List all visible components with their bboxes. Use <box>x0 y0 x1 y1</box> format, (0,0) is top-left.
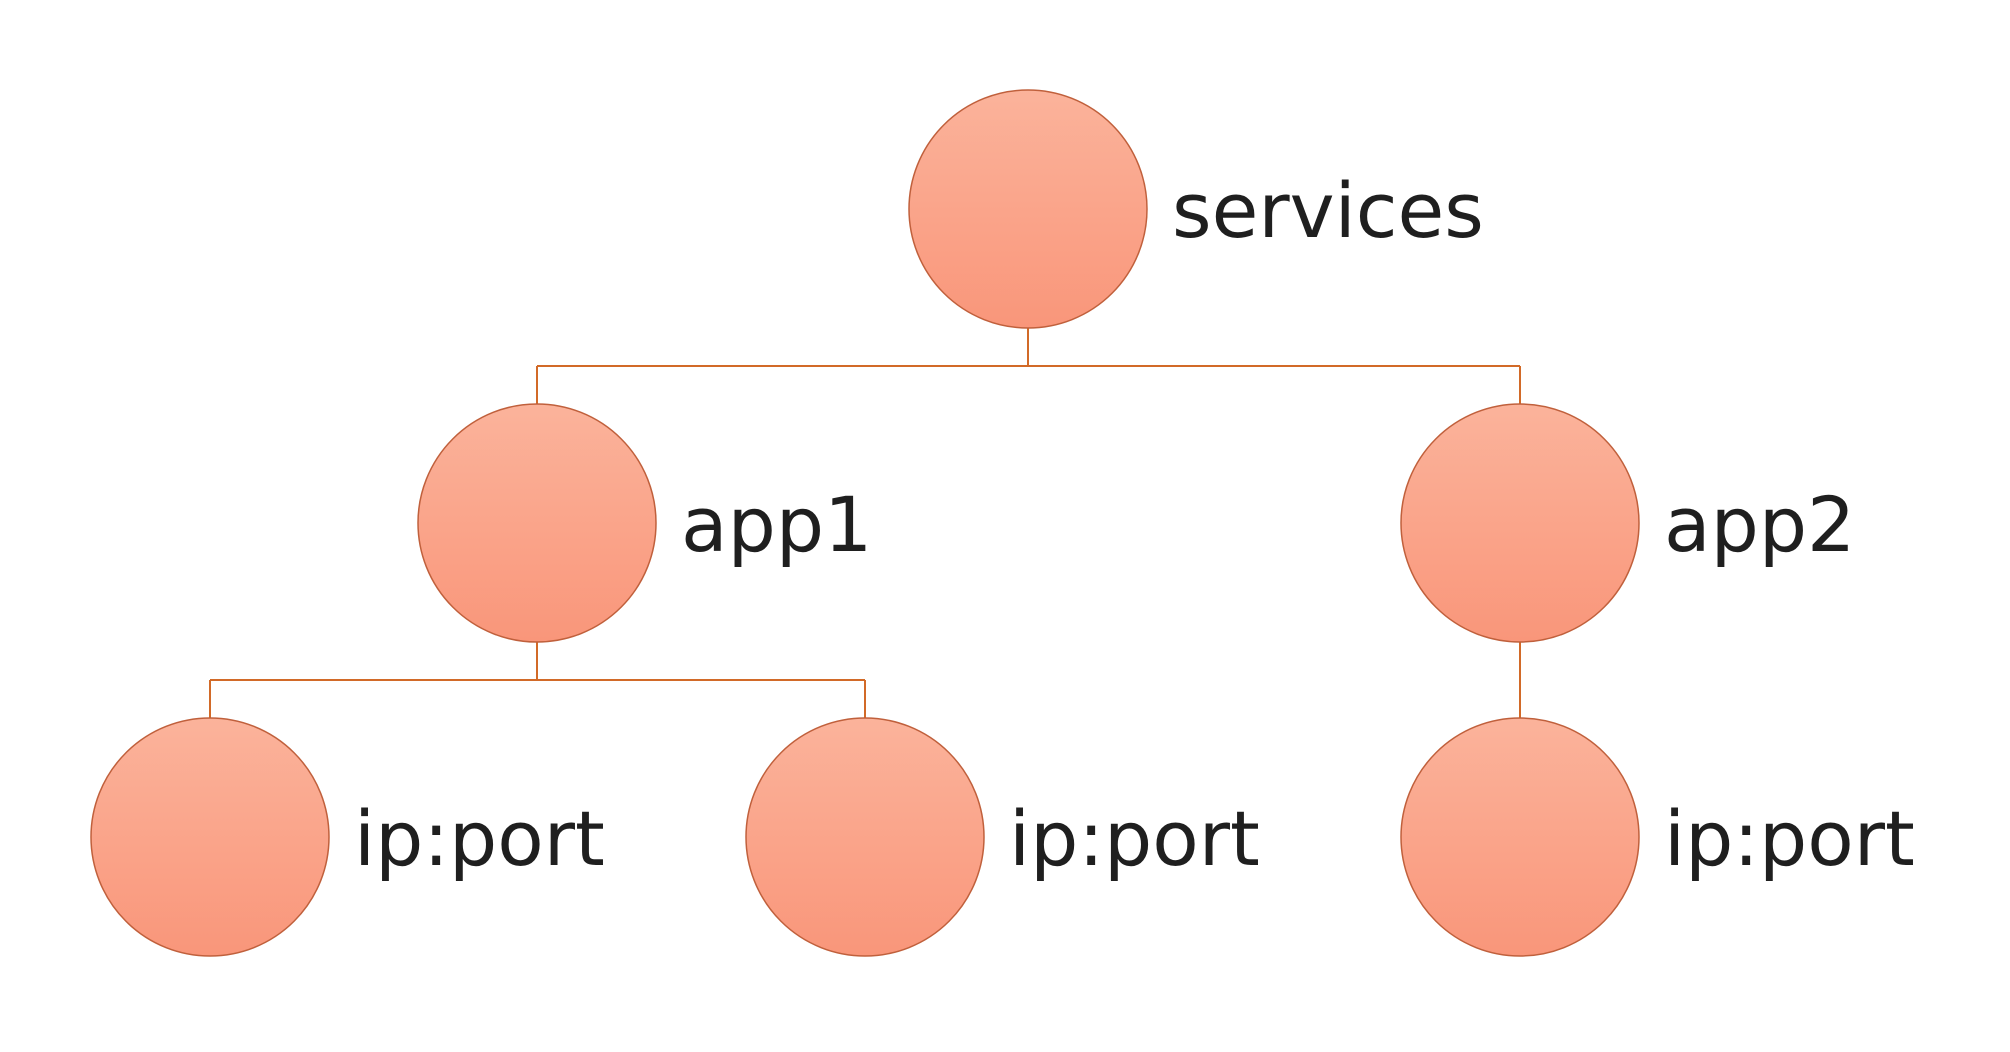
node-leaf-1: ip:port <box>90 717 605 957</box>
node-circle <box>417 403 657 643</box>
node-circle <box>745 717 985 957</box>
node-services: services <box>908 89 1484 329</box>
node-circle <box>908 89 1148 329</box>
connectors-root <box>536 328 1521 404</box>
node-circle <box>1400 717 1640 957</box>
node-label: app1 <box>681 480 872 569</box>
node-app2: app2 <box>1400 403 1855 643</box>
node-label: ip:port <box>1009 794 1260 883</box>
node-leaf-2: ip:port <box>745 717 1260 957</box>
node-label: ip:port <box>354 794 605 883</box>
node-leaf-3: ip:port <box>1400 717 1915 957</box>
node-label: services <box>1172 166 1484 255</box>
node-circle <box>90 717 330 957</box>
node-circle <box>1400 403 1640 643</box>
node-app1: app1 <box>417 403 872 643</box>
connectors-app1 <box>209 642 866 718</box>
node-label: app2 <box>1664 480 1855 569</box>
node-label: ip:port <box>1664 794 1915 883</box>
